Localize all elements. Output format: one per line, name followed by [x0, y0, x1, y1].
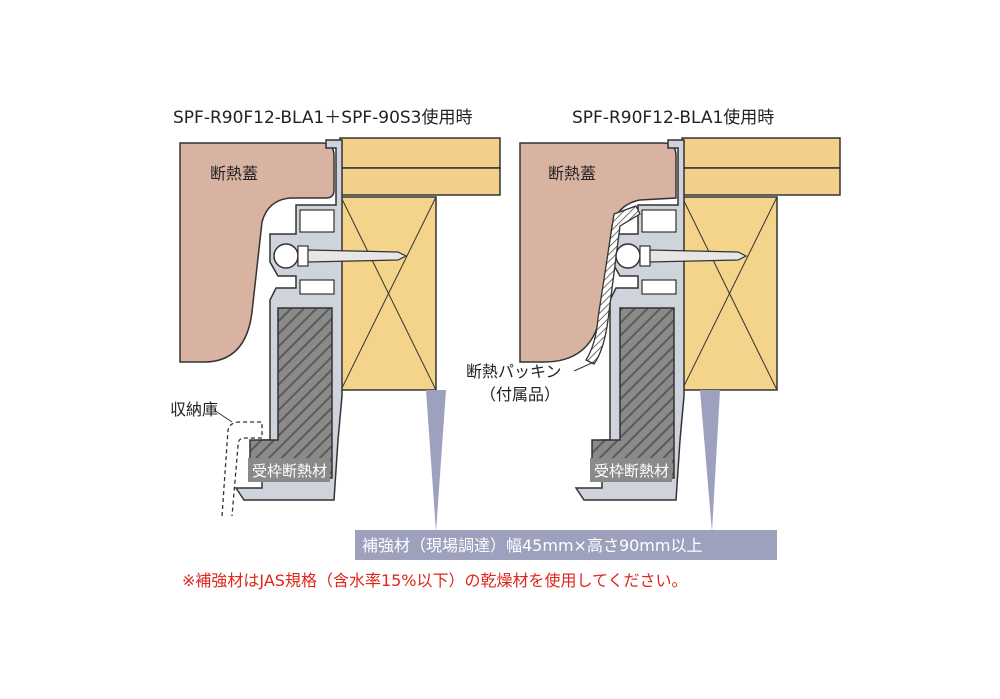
left-frame-insulation-label: 受枠断熱材: [252, 462, 327, 480]
left-floor-board-top: [339, 137, 501, 169]
right-banner-pointer: [700, 390, 720, 532]
left-lid-label: 断熱蓋: [210, 164, 258, 183]
right-diagram-title: SPF-R90F12-BLA1使用時: [572, 107, 774, 128]
left-diagram: SPF-R90F12-BLA1＋SPF-90S3使用時 断熱蓋 受枠断熱材 収納…: [170, 107, 501, 532]
left-stud-cross-b: [340, 196, 437, 391]
left-frame-slot-upper: [299, 209, 335, 233]
left-insulation-label-bg: [248, 458, 330, 482]
right-floor-board-bottom: [681, 167, 841, 196]
reinforcement-banner-text: 補強材（現場調達）幅45mm×高さ90mm以上: [362, 536, 702, 555]
right-packing-label-line2: （付属品）: [480, 385, 560, 404]
right-diagram: SPF-R90F12-BLA1使用時 断熱蓋 受枠断熱材 断熱パッキン （付属品…: [466, 107, 841, 532]
left-frame-slot-lower: [299, 279, 335, 295]
right-lid-label: 断熱蓋: [548, 164, 596, 183]
left-screw: [273, 243, 408, 269]
left-storage-leader: [213, 409, 233, 423]
left-diagram-title: SPF-R90F12-BLA1＋SPF-90S3使用時: [173, 107, 473, 128]
reinforcement-banner: [355, 530, 777, 560]
right-packing-leader: [573, 361, 595, 372]
left-insulating-lid: [179, 142, 335, 363]
right-stud-cross-b: [681, 196, 778, 391]
right-frame-insulation-label: 受枠断熱材: [594, 462, 669, 480]
right-screw: [615, 243, 748, 269]
left-floor-board-bottom: [339, 167, 501, 196]
dry-wood-note: ※補強材はJAS規格（含水率15%以下）の乾燥材を使用してください。: [182, 571, 688, 590]
left-banner-pointer: [426, 390, 446, 532]
right-frame-slot-lower: [641, 279, 677, 295]
left-storage-label: 収納庫: [170, 400, 218, 419]
right-floor-board-top: [681, 137, 841, 169]
right-insulation-label-bg: [590, 458, 672, 482]
right-insulation-packing: [585, 205, 641, 365]
right-frame-slot-upper: [641, 209, 677, 233]
left-frame-insulation: [249, 307, 333, 479]
right-packing-label-line1: 断熱パッキン: [466, 362, 562, 381]
